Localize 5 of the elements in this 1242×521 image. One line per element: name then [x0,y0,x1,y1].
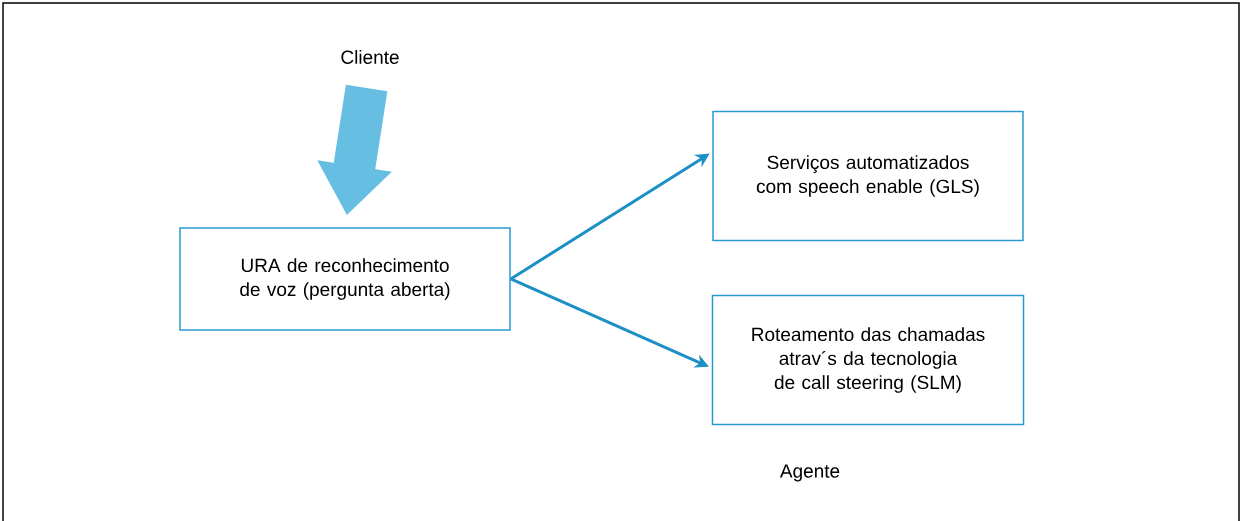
process-box: Roteamento das chamadas atrav´s da tecnologia de call steering (SLM) [711,294,1025,426]
text-label: Agente [779,464,840,482]
node-label: Cliente [341,50,399,64]
process-box: Serviços automatizados com speech enable (GLS) [712,110,1024,242]
process-box: URA de reconhecimento de voz (pergunta aberta) [179,227,511,331]
